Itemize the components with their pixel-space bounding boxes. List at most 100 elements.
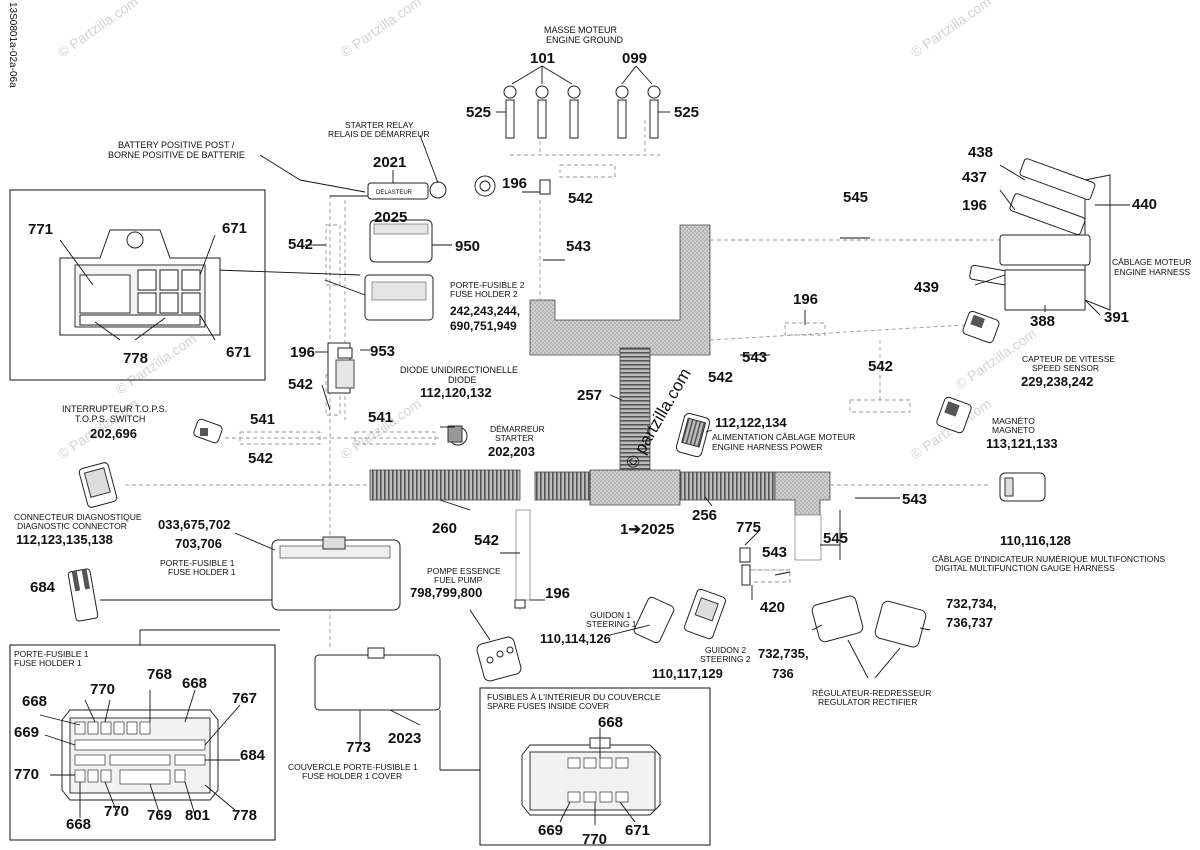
inset-fh1-768: 768 — [147, 666, 172, 683]
parts-steer2: 110,117,129 — [652, 666, 723, 681]
fuel-pump-connector — [476, 599, 526, 682]
inset-fuse-holder-1-labels: PORTE-FUSIBLE 1 FUSE HOLDER 1 668 770 76… — [14, 649, 266, 833]
label-fuse-holder1-fr: PORTE-FUSIBLE 1 — [160, 558, 235, 568]
label-tops-fr: INTERRUPTEUR T.O.P.S. — [62, 404, 167, 414]
label-fuel-pump-en: FUEL PUMP — [434, 575, 483, 585]
label-regulator-en: REGULATOR RECTIFIER — [818, 697, 917, 707]
parts-starter: 202,203 — [488, 444, 535, 459]
callout-2021: 2021 — [373, 154, 406, 171]
callout-778-inset: 778 — [123, 350, 148, 367]
corrugated-tube-260 — [369, 469, 521, 501]
callout-391: 391 — [1104, 309, 1129, 326]
callout-196-harness: 196 — [962, 197, 987, 214]
callout-542-mid: 542 — [708, 369, 733, 386]
parts-diode: 112,120,132 — [420, 385, 492, 400]
callout-543-right: 543 — [902, 491, 927, 508]
engine-harness-connectors — [969, 158, 1111, 311]
callout-525-left: 525 — [466, 104, 491, 121]
speed-sensor — [962, 310, 1000, 344]
callout-labels: MASSE MOTEUR ENGINE GROUND 101 099 525 5… — [14, 25, 1191, 781]
label-gauge-fr: CÂBLAGE D'INDICATEUR NUMÉRIQUE MULTIFONC… — [932, 554, 1166, 564]
inset-fh1-title-fr: PORTE-FUSIBLE 1 — [14, 649, 89, 659]
parts-regulator-b-2: 736,737 — [946, 615, 993, 630]
parts-fuse-holder1-2: 703,706 — [175, 536, 222, 551]
label-magneto-fr: MAGNÉTO — [992, 416, 1035, 426]
callout-420: 420 — [760, 599, 785, 616]
inset-fh1-767: 767 — [232, 690, 257, 707]
label-starter-fr: DÉMARREUR — [490, 424, 545, 434]
label-battery-post-fr: BORNE POSITIVE DE BATTERIE — [108, 150, 245, 160]
callout-775: 775 — [736, 519, 761, 536]
label-steer1-fr: GUIDON 1 — [590, 610, 631, 620]
svg-text:DELASTEUR: DELASTEUR — [376, 190, 413, 196]
callout-541-left: 541 — [250, 411, 275, 428]
inset-fh1-684: 684 — [240, 747, 266, 764]
inset-fh1-770-c: 770 — [104, 803, 129, 820]
label-fuse-holder2-fr: PORTE-FUSIBLE 2 — [450, 280, 525, 290]
parts-gauge-harness: 110,116,128 — [1000, 533, 1071, 548]
drawing-reference: 13S0801a-02a-06a — [7, 2, 18, 88]
label-speed-sensor-en: SPEED SENSOR — [1032, 363, 1099, 373]
parts-steer1: 110,114,126 — [540, 631, 611, 646]
corrugated-tube-256 — [679, 471, 776, 501]
callout-543-mid: 543 — [742, 349, 767, 366]
label-engine-ground-fr: MASSE MOTEUR — [544, 25, 618, 35]
watermark: © Partzilla.com — [338, 0, 424, 60]
fuse-684 — [67, 568, 99, 622]
inset-spare-770: 770 — [582, 831, 607, 848]
label-steer1-en: STEERING 1 — [586, 619, 637, 629]
label-starter-en: STARTER — [495, 433, 534, 443]
inset-fuse-holder-1-drawing — [39, 689, 241, 818]
callout-101: 101 — [530, 50, 555, 67]
parts-engine-harness-power: 112,122,134 — [715, 415, 787, 430]
inset-spare-title-fr: FUSIBLES À L'INTÉRIEUR DU COUVERCLE — [487, 692, 661, 702]
label-engine-harness-en: ENGINE HARNESS — [1114, 267, 1190, 277]
label-starter-relay-fr: RELAIS DE DÉMARREUR — [328, 129, 430, 139]
gauge-harness-connector — [999, 472, 1046, 502]
label-cover-fr: COUVERCLE PORTE-FUSIBLE 1 — [288, 762, 418, 772]
callout-2025: 2025 — [374, 209, 407, 226]
callout-773: 773 — [346, 739, 371, 756]
harness-junction-lower — [589, 469, 681, 506]
callout-099: 099 — [622, 50, 647, 67]
inset-spare-668: 668 — [598, 714, 623, 731]
magneto-connector — [936, 396, 972, 434]
callout-671-bottom: 671 — [226, 344, 251, 361]
engine-ground-terminals — [496, 65, 670, 139]
inset-spare-fuses-labels: FUSIBLES À L'INTÉRIEUR DU COUVERCLE SPAR… — [487, 692, 661, 848]
inset-spare-671: 671 — [625, 822, 650, 839]
inset-spare-fuses-frame — [479, 687, 711, 846]
label-fuse-holder2-en: FUSE HOLDER 2 — [450, 289, 518, 299]
callout-671-top: 671 — [222, 220, 247, 237]
parts-regulator-a-2: 736 — [772, 666, 794, 681]
callout-438: 438 — [968, 144, 993, 161]
callout-1-2025: 1➔2025 — [620, 521, 674, 538]
terminal-420 — [739, 547, 751, 586]
parts-magneto: 113,121,133 — [986, 436, 1058, 451]
inset-fh1-669: 669 — [14, 724, 39, 741]
parts-fuse-holder2-2: 690,751,949 — [450, 319, 517, 333]
label-battery-post-en: BATTERY POSITIVE POST / — [118, 140, 235, 150]
parts-fuse-holder1-1: 033,675,702 — [158, 517, 230, 532]
parts-regulator-a-1: 732,735, — [758, 646, 809, 661]
callout-196-speed: 196 — [793, 291, 818, 308]
callout-440: 440 — [1132, 196, 1157, 213]
label-engine-ground-en: ENGINE GROUND — [546, 35, 624, 45]
label-speed-sensor-fr: CAPTEUR DE VITESSE — [1022, 354, 1115, 364]
tops-switch — [193, 418, 223, 444]
callout-542-left: 542 — [288, 236, 313, 253]
fuse-holder-1-cover — [139, 629, 441, 711]
callout-437: 437 — [962, 169, 987, 186]
callout-545-top: 545 — [843, 189, 868, 206]
callout-543-lower: 543 — [762, 544, 787, 561]
inset-fh1-801: 801 — [185, 807, 210, 824]
parts-regulator-b-1: 732,734, — [946, 596, 997, 611]
callout-196-pump: 196 — [545, 585, 570, 602]
parts-diag: 112,123,135,138 — [16, 532, 113, 547]
steering-connectors — [633, 588, 726, 644]
wires — [125, 120, 1000, 650]
label-tops-en: T.O.P.S. SWITCH — [75, 414, 145, 424]
relay-cable-2021 — [367, 182, 429, 200]
diode-assembly — [327, 342, 355, 394]
